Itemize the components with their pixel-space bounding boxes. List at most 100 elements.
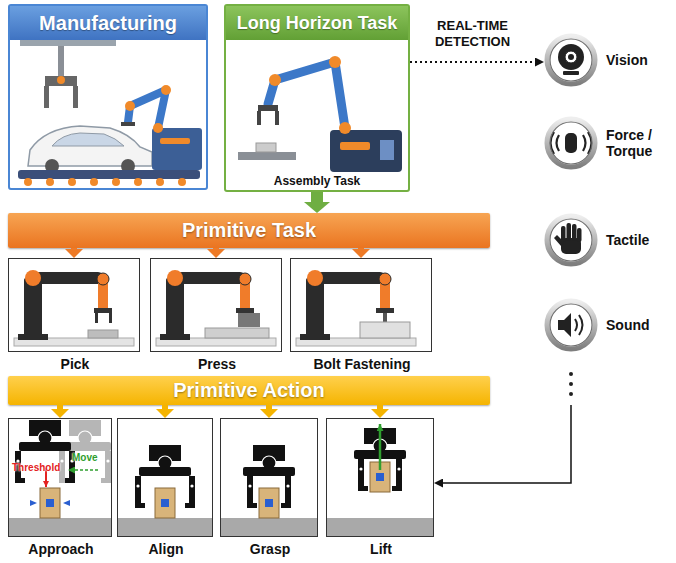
gripper-finger — [109, 313, 112, 323]
floor — [118, 518, 212, 536]
sensor-ring-inner — [550, 304, 592, 346]
category-box: Long Horizon TaskAssembly Task — [224, 4, 410, 192]
ghost-gripper — [59, 420, 111, 483]
action-panel: Grasp — [220, 418, 318, 537]
sensor-label: Tactile — [606, 232, 666, 248]
gripper-finger — [135, 476, 145, 508]
flow-arrow — [443, 352, 571, 483]
flow-arrow — [311, 192, 323, 202]
gantry-joint — [57, 76, 65, 84]
move-arrow — [68, 469, 98, 471]
gantry-finger — [44, 86, 49, 108]
hand-finger — [567, 223, 572, 241]
panel-label: Pick — [0, 356, 161, 372]
panel-label: Bolt Fastening — [271, 356, 453, 372]
conveyor-roller — [178, 178, 186, 186]
hand-finger — [572, 224, 577, 241]
action-panel: Approach — [8, 418, 112, 537]
flow-arrow — [213, 248, 219, 249]
band-title: Primitive Task — [8, 213, 490, 248]
speaker-glyph — [558, 313, 583, 337]
floor — [221, 518, 317, 536]
pressed-part — [205, 328, 269, 338]
gripper-finger — [101, 451, 111, 483]
band-title: Primitive Action — [8, 376, 490, 405]
gripper-finger — [275, 111, 279, 125]
flow-arrow — [57, 405, 63, 409]
robot-arm — [156, 270, 276, 346]
camera-stand — [563, 71, 579, 75]
sensor-icon: Vision — [544, 33, 598, 87]
edge-label: REAL-TIME DETECTION — [423, 18, 523, 51]
gripper-finger — [358, 459, 368, 491]
hand-finger — [577, 228, 582, 242]
gripper-finger — [281, 476, 291, 508]
gantry-rail — [20, 40, 116, 46]
header-title: Long Horizon Task — [226, 6, 408, 40]
gripper-finger — [257, 111, 261, 125]
robot-joint — [153, 123, 163, 133]
flow-arrow — [71, 248, 77, 249]
conveyor-roller — [112, 178, 120, 186]
sensor-ring-outer — [547, 301, 595, 349]
sensor-ring-inner — [550, 39, 592, 81]
sensor-ring-outer — [547, 36, 595, 84]
sensor-ring-outer — [547, 119, 595, 167]
robot-base — [330, 130, 402, 172]
conveyor-roller — [90, 178, 98, 186]
robot-joint — [329, 56, 341, 68]
conveyor-roller — [46, 178, 54, 186]
sensor-icon: Force / Torque — [544, 116, 598, 170]
gripper-body — [243, 445, 295, 476]
sensor-label: Force / Torque — [606, 127, 666, 159]
alignment-arrow — [30, 500, 37, 506]
alignment-arrow — [63, 500, 70, 506]
action-panel: Align — [117, 418, 213, 537]
caption-text: Assembly Task — [226, 174, 408, 188]
hand-glyph — [554, 223, 582, 254]
hand-finger — [561, 226, 566, 242]
flow-arrow — [377, 405, 383, 409]
sensor-ring-inner — [550, 219, 592, 261]
panel-label: Press — [131, 356, 303, 372]
gantry-gripper — [45, 76, 77, 86]
continuation-dot — [569, 392, 573, 396]
camera-pupil — [568, 54, 574, 60]
lift-arrow — [379, 424, 382, 470]
conveyor-roller — [156, 178, 164, 186]
robot-arm — [14, 270, 134, 346]
conveyor-roller — [68, 178, 76, 186]
panel-label: Grasp — [201, 541, 339, 557]
car-window — [52, 133, 124, 146]
flow-arrow — [266, 405, 272, 409]
floor — [327, 518, 433, 536]
workpiece — [155, 488, 175, 518]
robot-arm — [268, 62, 345, 128]
manufacturing-illustration — [18, 40, 202, 186]
sensor-ring — [544, 298, 598, 352]
detection-arrow — [410, 61, 535, 63]
flow-arrow — [162, 405, 168, 409]
panel-label: Align — [98, 541, 234, 557]
sensor-icon: Sound — [544, 298, 598, 352]
camera-glyph — [558, 44, 584, 75]
workpiece — [40, 488, 60, 518]
robot-joint — [269, 74, 281, 86]
sensor-icon: Tactile — [544, 213, 598, 267]
sensor-ring-outer — [547, 216, 595, 264]
workpiece — [259, 488, 279, 518]
sensor-ring — [544, 33, 598, 87]
task-panel: Pick — [8, 258, 140, 352]
conveyor-roller — [24, 178, 32, 186]
header-title: Manufacturing — [10, 6, 206, 40]
gripper-body — [19, 420, 71, 451]
sensor-label: Vision — [606, 52, 666, 68]
assembly-part — [256, 143, 276, 152]
gripper-finger — [392, 459, 402, 491]
conveyor-roller — [134, 178, 142, 186]
category-box: Manufacturing — [8, 4, 208, 190]
sound-wave — [579, 315, 583, 335]
robot-arm — [296, 270, 416, 346]
robot-gripper — [258, 105, 278, 111]
continuation-dot — [569, 372, 573, 376]
